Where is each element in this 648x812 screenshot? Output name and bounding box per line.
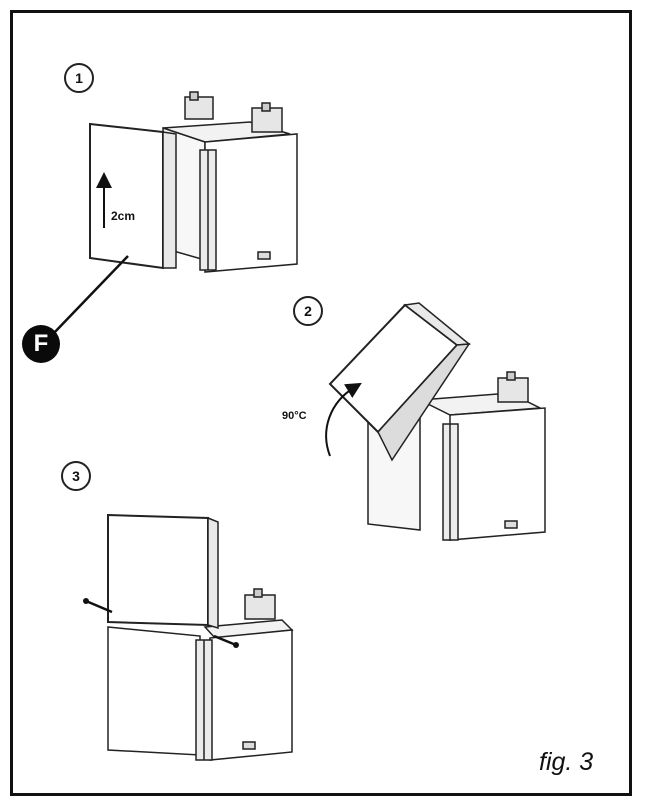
step-3-badge: 3 — [61, 461, 91, 491]
figure-frame — [10, 10, 632, 796]
screw-right-head — [233, 642, 239, 648]
screw-left-head — [83, 598, 89, 604]
part-f-badge: F — [22, 325, 60, 363]
step-1-cabinet — [89, 91, 298, 273]
step-2-badge: 2 — [293, 296, 323, 326]
step-2-angle-label: 90°C — [282, 410, 307, 422]
leader-line — [51, 255, 129, 336]
screw-left — [85, 599, 113, 614]
step-3-cabinet — [107, 513, 294, 761]
screw-right — [213, 634, 237, 647]
rotation-arrow — [325, 382, 362, 457]
figure-caption: fig. 3 — [539, 748, 594, 776]
step-1-badge: 1 — [64, 63, 94, 93]
step-1-measure-label: 2cm — [111, 209, 136, 223]
step-2-cabinet — [328, 302, 546, 541]
